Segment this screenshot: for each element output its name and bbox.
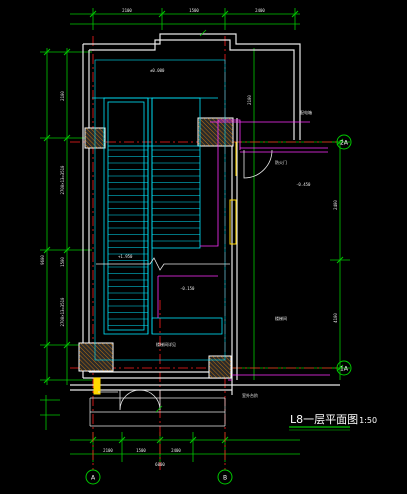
axis-label-a: A — [91, 475, 96, 482]
axis-label-2a: 2A — [340, 140, 349, 147]
axis-bubble-a — [85, 469, 101, 485]
dim-right-b: 2100 — [247, 95, 252, 105]
dim-bottom-total: 6000 — [155, 462, 165, 467]
drawing-title: L8一层平面图1:50 — [289, 413, 377, 431]
dim-bottom-c: 2400 — [171, 448, 181, 453]
doors — [98, 149, 273, 411]
dim-bottom-a: 2100 — [103, 448, 113, 453]
axis-label-1a: 1A — [340, 366, 349, 373]
side-note: 楼梯间详见 — [156, 341, 176, 347]
walls — [70, 33, 340, 395]
drawing-title-text: L8一层平面图1:50 — [290, 413, 377, 426]
axis-label-b: B — [223, 475, 227, 482]
annotations: ±0.000 -0.450 +1.950 -0.150 楼梯间 防火门 配电箱 … — [118, 68, 312, 398]
axis-bubble-1a — [336, 360, 352, 376]
magenta-lines — [157, 119, 330, 381]
dim-top-right: 2400 — [255, 8, 265, 13]
stair-treads — [108, 149, 200, 326]
elevation-4: -0.150 — [180, 286, 195, 291]
stair — [92, 97, 223, 335]
dim-right-a: 2400 — [333, 200, 338, 210]
axis-bubble-2a — [336, 134, 352, 150]
dimension-texts: 2100 1500 2400 9600 2100 2700×13=3510 15… — [40, 8, 338, 467]
elevation-2: -0.450 — [296, 182, 311, 187]
axis-bubble-b — [217, 469, 233, 485]
room-label: 楼梯间 — [275, 315, 287, 321]
dim-left-a: 2100 — [60, 91, 65, 101]
axis-bubbles: 2A 1A A B — [85, 134, 352, 485]
dim-top-mid: 1500 — [189, 8, 199, 13]
stair-frame — [94, 59, 226, 361]
misc-green — [155, 29, 207, 413]
dim-left-c: 1500 — [60, 257, 65, 267]
dim-left-d: 2700×13=3510 — [60, 297, 65, 326]
entrance-steps — [89, 397, 226, 427]
bottom-note: 室外台阶 — [242, 392, 258, 398]
break-line — [96, 257, 230, 271]
dim-top-left: 2100 — [122, 8, 132, 13]
elevation-3: +1.950 — [118, 254, 133, 259]
corner-note: 配电箱 — [300, 109, 312, 115]
dim-bottom-b: 1500 — [136, 448, 146, 453]
dim-left-b: 2700×13=3510 — [60, 165, 65, 194]
elevation-1: ±0.000 — [150, 68, 165, 73]
dim-left-outer: 9600 — [40, 255, 45, 265]
door-detail — [93, 142, 237, 395]
dim-right-c: 4100 — [333, 313, 338, 323]
door-label: 防火门 — [275, 159, 287, 165]
